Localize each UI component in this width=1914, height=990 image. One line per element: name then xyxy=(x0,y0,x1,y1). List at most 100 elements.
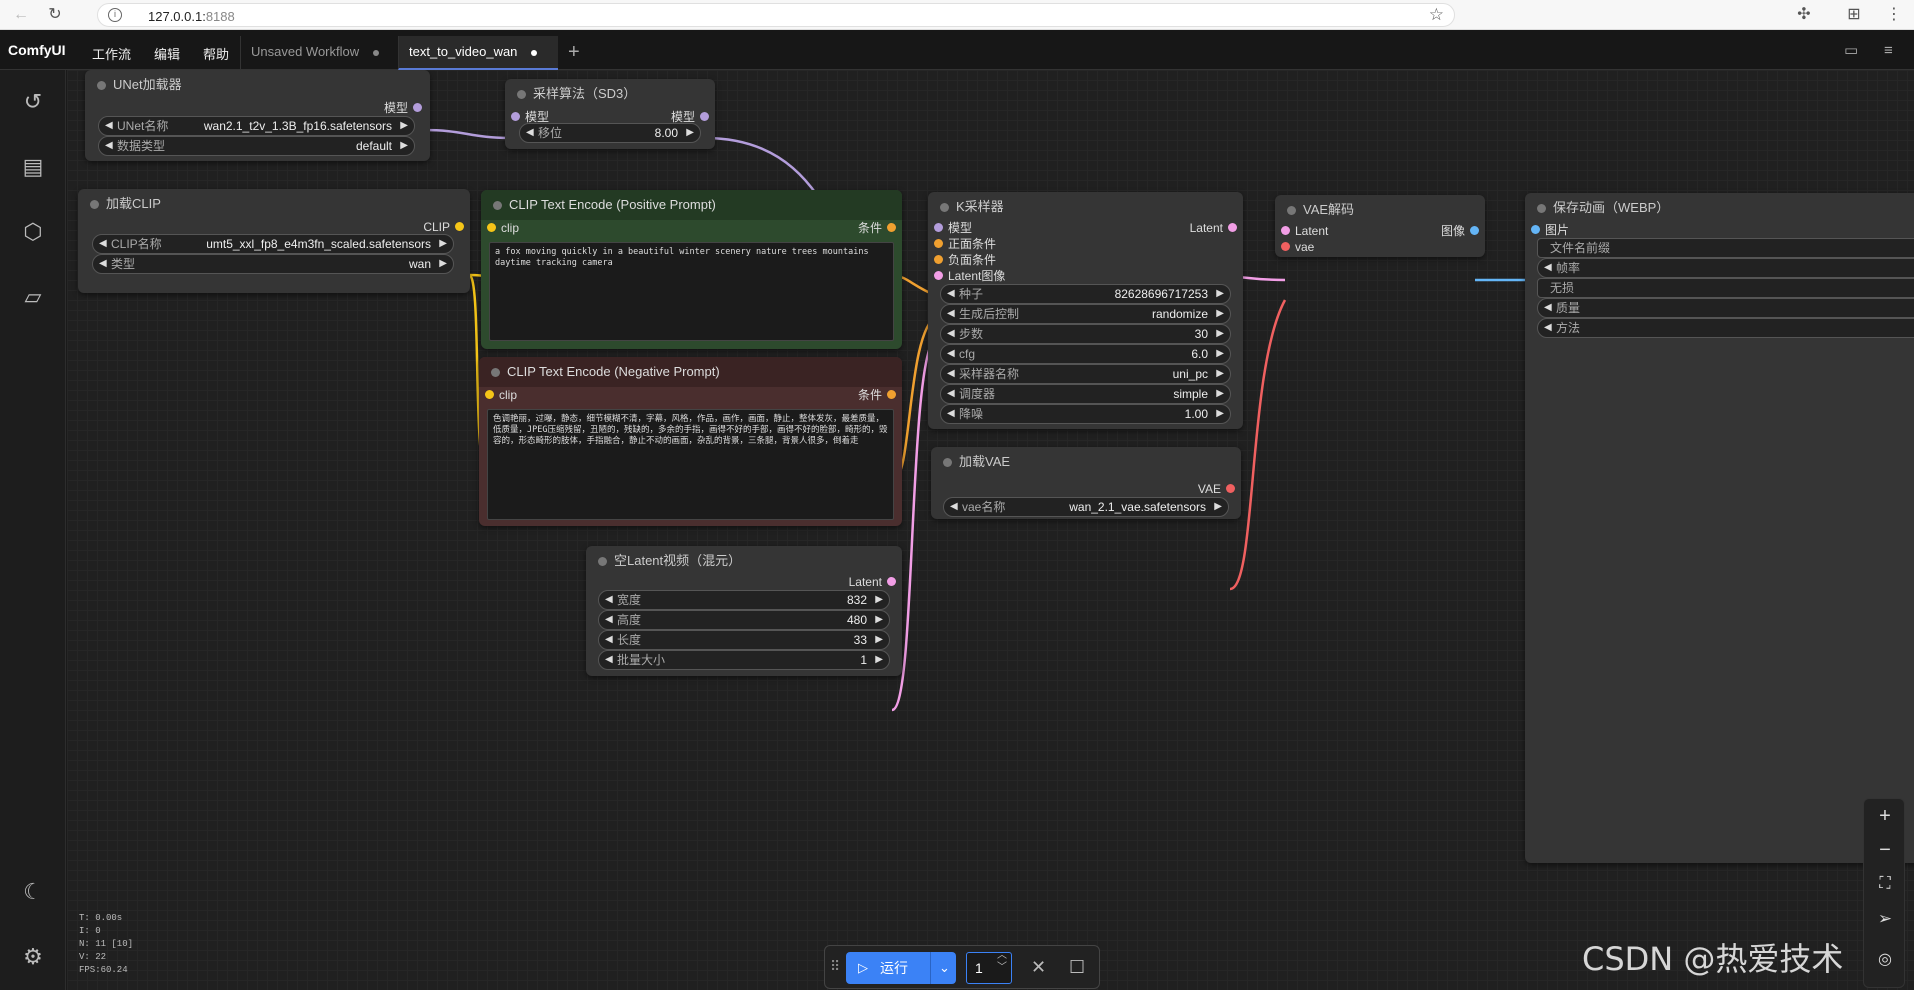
site-info-icon[interactable]: i xyxy=(108,8,122,22)
input-latent[interactable]: Latent xyxy=(1281,223,1328,239)
model-library-icon[interactable]: ⬡ xyxy=(23,219,43,244)
cancel-icon[interactable]: ✕ xyxy=(1031,957,1047,977)
node-title[interactable]: VAE解码 xyxy=(1275,195,1485,225)
workflows-folder-icon[interactable]: ▱ xyxy=(24,284,42,309)
output-clip[interactable]: CLIP xyxy=(423,219,464,235)
input-model[interactable]: 模型 xyxy=(511,109,549,125)
input-vae[interactable]: vae xyxy=(1281,239,1314,255)
toggle-links-icon[interactable]: ◎ xyxy=(1878,951,1892,968)
zoom-out-icon[interactable]: − xyxy=(1879,839,1891,861)
navigate-icon[interactable]: ➢ xyxy=(1877,909,1893,928)
input-images[interactable]: 图片 xyxy=(1531,222,1569,238)
node-positive-prompt[interactable]: CLIP Text Encode (Positive Prompt) clip … xyxy=(481,190,902,349)
input-positive[interactable]: 正面条件 xyxy=(934,236,996,252)
input-clip[interactable]: clip xyxy=(487,220,519,236)
node-title[interactable]: UNet加载器 xyxy=(85,70,430,100)
zoom-in-icon[interactable]: + xyxy=(1879,805,1891,827)
queue-list-icon[interactable]: ▤ xyxy=(22,154,44,179)
input-clip[interactable]: clip xyxy=(485,387,517,403)
slot-dot-icon[interactable] xyxy=(934,239,943,248)
output-model[interactable]: 模型 xyxy=(384,100,422,116)
input-latent[interactable]: Latent图像 xyxy=(934,268,1005,284)
input-model[interactable]: 模型 xyxy=(934,220,972,236)
slot-dot-icon[interactable] xyxy=(1281,242,1290,251)
theme-moon-icon[interactable]: ☾ xyxy=(23,879,43,904)
batch-count-input[interactable]: 1︿﹀ xyxy=(966,950,1012,984)
hamburger-menu-icon[interactable]: ≡ xyxy=(1884,42,1893,59)
tab-dot-icon[interactable] xyxy=(531,49,538,56)
menu-help[interactable]: 帮助 xyxy=(203,47,230,62)
slot-dot-icon[interactable] xyxy=(487,223,496,232)
fit-view-icon[interactable]: ⛶ xyxy=(1879,875,1891,892)
slot-dot-icon[interactable] xyxy=(934,271,943,280)
tab-text-to-video-wan[interactable]: text_to_video_wan xyxy=(398,36,558,70)
reload-icon[interactable]: ↻ xyxy=(48,6,62,23)
run-button[interactable]: ▷ 运行 ⌄ xyxy=(846,952,956,984)
back-icon[interactable]: ← xyxy=(13,6,29,23)
slot-dot-icon[interactable] xyxy=(413,103,422,112)
slot-dot-icon[interactable] xyxy=(1228,223,1237,232)
output-conditioning[interactable]: 条件 xyxy=(858,220,896,236)
node-title[interactable]: 采样算法（SD3） xyxy=(505,79,715,109)
slot-dot-icon[interactable] xyxy=(1226,484,1235,493)
prompt-textarea[interactable]: 色调艳丽，过曝，静态，细节模糊不清，字幕，风格，作品，画作，画面，静止，整体发灰… xyxy=(487,409,894,520)
slot-dot-icon[interactable] xyxy=(934,255,943,264)
browser-menu-icon[interactable]: ⋮ xyxy=(1886,6,1902,23)
stepper-icon[interactable]: ︿﹀ xyxy=(997,950,1007,973)
stop-icon[interactable]: ☐ xyxy=(1069,957,1086,977)
node-title[interactable]: 保存动画（WEBP） xyxy=(1525,193,1914,223)
slot-dot-icon[interactable] xyxy=(887,223,896,232)
tab-unsaved-workflow[interactable]: Unsaved Workflow xyxy=(240,36,398,70)
chevron-down-icon[interactable]: ⌄ xyxy=(930,952,950,984)
slot-dot-icon[interactable] xyxy=(485,390,494,399)
node-title[interactable]: K采样器 xyxy=(928,192,1243,222)
output-image[interactable]: 图像 xyxy=(1441,223,1479,239)
output-model[interactable]: 模型 xyxy=(671,109,709,125)
tab-dot-icon[interactable] xyxy=(373,49,380,56)
profile-icon[interactable]: ⊞ xyxy=(1847,6,1861,23)
slot-dot-icon[interactable] xyxy=(1470,226,1479,235)
widget-method[interactable]: ◀方法 xyxy=(1537,318,1914,338)
output-latent[interactable]: Latent xyxy=(1190,220,1237,236)
drag-handle-icon[interactable]: ⠿ xyxy=(830,958,841,974)
slot-dot-icon[interactable] xyxy=(887,390,896,399)
node-title[interactable]: CLIP Text Encode (Negative Prompt) xyxy=(479,357,902,387)
slot-dot-icon[interactable] xyxy=(1281,226,1290,235)
node-title[interactable]: 加载VAE xyxy=(931,447,1241,477)
slot-dot-icon[interactable] xyxy=(1531,225,1540,234)
widget-fps[interactable]: ◀帧率 xyxy=(1537,258,1914,278)
menu-edit[interactable]: 编辑 xyxy=(154,47,181,62)
widget-filename-prefix[interactable]: 文件名前缀 xyxy=(1537,238,1914,258)
slot-dot-icon[interactable] xyxy=(700,112,709,121)
node-negative-prompt[interactable]: CLIP Text Encode (Negative Prompt) clip … xyxy=(479,357,902,526)
slot-dot-icon[interactable] xyxy=(455,222,464,231)
menu-workflow[interactable]: 工作流 xyxy=(92,47,132,62)
output-conditioning[interactable]: 条件 xyxy=(858,387,896,403)
panel-toggle-icon[interactable]: ▭ xyxy=(1844,42,1859,59)
node-vae-decode[interactable]: VAE解码 Latent vae 图像 xyxy=(1275,195,1485,257)
node-title[interactable]: CLIP Text Encode (Positive Prompt) xyxy=(481,190,902,220)
prompt-textarea[interactable]: a fox moving quickly in a beautiful wint… xyxy=(489,242,894,341)
node-save-animated-webp[interactable]: 保存动画（WEBP） 图片 文件名前缀 ◀帧率 无损 ◀质量 ◀方法 xyxy=(1525,193,1914,863)
widget-lossless[interactable]: 无损 xyxy=(1537,278,1914,298)
address-bar[interactable]: i 127.0.0.1:8188 ☆ xyxy=(97,3,1455,27)
